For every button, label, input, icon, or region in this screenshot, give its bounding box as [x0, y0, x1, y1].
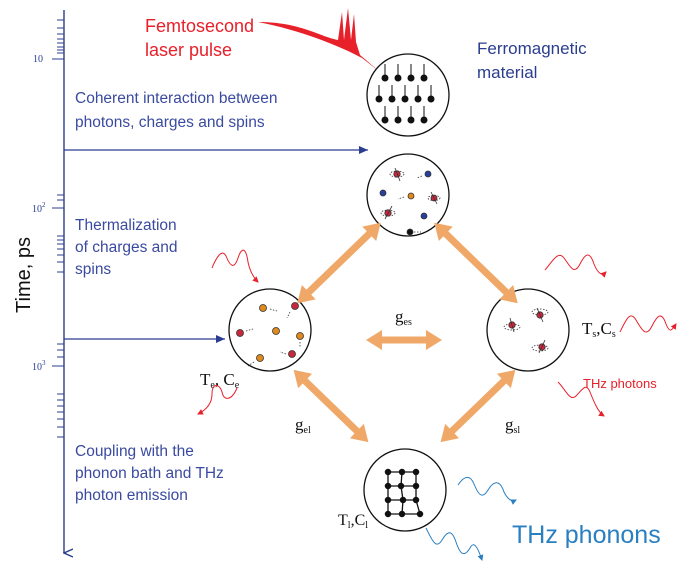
- arrow-spins-to-lattice: [440, 369, 516, 443]
- photon-wave-4: [619, 315, 677, 333]
- electron-bath-circle: [228, 288, 312, 372]
- arrow-excited-to-spins: [434, 222, 518, 304]
- electron-bath-label: Te, Ce: [200, 370, 240, 391]
- phonon-wave-2: [425, 527, 484, 561]
- photon-wave-2: [197, 385, 238, 415]
- svg-text:Femtosecond: Femtosecond: [145, 16, 254, 36]
- thermalization-stage-text: Thermalization of charges and spins: [75, 217, 178, 278]
- svg-text:spins: spins: [75, 261, 111, 278]
- arrow-electrons-to-lattice: [293, 369, 369, 443]
- arrow-electrons-to-spins: [366, 330, 442, 350]
- svg-text:Coupling with the: Coupling with the: [75, 443, 194, 460]
- phonon-wave-1: [457, 476, 517, 505]
- ferromagnet-circle: [366, 53, 450, 137]
- energy-exchange-arrows: [293, 222, 518, 443]
- svg-text:phonon bath and THz: phonon bath and THz: [75, 465, 224, 482]
- lattice-bath-circle: [363, 448, 447, 532]
- svg-text:Coherent interaction between: Coherent interaction between: [75, 90, 278, 107]
- excited-carriers: [379, 167, 441, 236]
- lattice-grid: [384, 468, 424, 518]
- laser-pulse-label: Femtosecond laser pulse: [145, 16, 254, 60]
- excited-state-circle: [366, 153, 450, 237]
- thz-photons-label: THz photons: [583, 376, 657, 391]
- aligned-spins: [375, 64, 435, 124]
- coupling-gel: gel: [295, 415, 311, 436]
- tick-label-10-cubed: 103: [32, 359, 46, 373]
- photon-wave-5: [557, 381, 605, 417]
- svg-text:of charges and: of charges and: [75, 239, 178, 256]
- photon-wave-3: [544, 254, 607, 278]
- svg-text:laser pulse: laser pulse: [145, 40, 232, 60]
- electron-particles: [236, 302, 304, 367]
- axis-tick-marks: [52, 19, 64, 438]
- lattice-bath-label: Tl,Cl: [338, 512, 368, 531]
- thz-phonon-waves: [425, 476, 517, 561]
- svg-text:Ferromagnetic: Ferromagnetic: [477, 39, 587, 58]
- material-label: Ferromagnetic material: [477, 39, 587, 82]
- spin-bath-label: Ts,Cs: [582, 319, 616, 340]
- svg-text:material: material: [477, 63, 537, 82]
- coupling-gsl: gsl: [505, 415, 520, 436]
- photon-wave-1: [211, 249, 259, 283]
- svg-text:photon emission: photon emission: [75, 487, 188, 504]
- tick-label-10-squared: 102: [32, 201, 46, 215]
- thz-photon-waves: [197, 249, 677, 417]
- tick-label-10: 10: [33, 54, 43, 65]
- arrow-excited-to-electrons: [297, 222, 381, 304]
- svg-text:photons, charges and spins: photons, charges and spins: [75, 114, 265, 131]
- axis-title: Time, ps: [13, 237, 35, 313]
- coherent-stage-text: Coherent interaction between photons, ch…: [75, 90, 278, 131]
- spin-bath-circle: [486, 288, 570, 372]
- coupling-ges: ges: [395, 307, 412, 328]
- spin-particles: [503, 307, 549, 354]
- svg-text:Thermalization: Thermalization: [75, 217, 177, 234]
- thz-phonons-label: THz phonons: [512, 521, 661, 549]
- laser-pulse-shape: [258, 8, 380, 72]
- coupling-stage-text: Coupling with the phonon bath and THz ph…: [75, 443, 224, 504]
